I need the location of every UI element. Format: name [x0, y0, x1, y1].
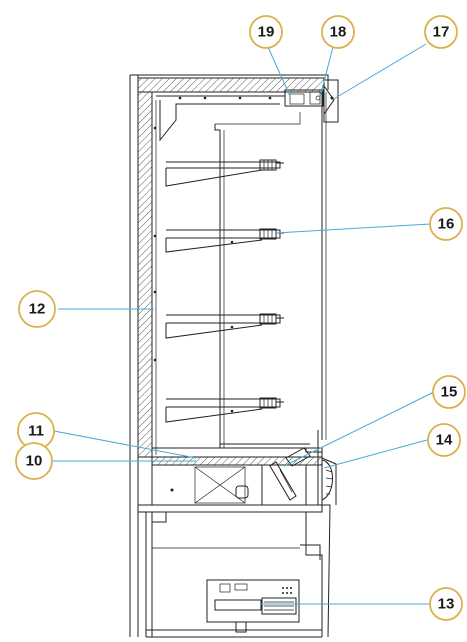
callout-19: 19 [249, 15, 283, 49]
leader-18 [319, 46, 334, 98]
callout-16: 16 [429, 207, 463, 241]
base-unit [138, 504, 331, 638]
callout-15: 15 [432, 375, 466, 409]
svg-text:10: 10 [26, 453, 43, 470]
leader-15 [283, 391, 435, 467]
shelf-3 [165, 313, 284, 339]
leader-11 [53, 430, 197, 459]
svg-text:13: 13 [438, 596, 455, 613]
wall-rivets [153, 126, 157, 362]
shelves [165, 159, 284, 423]
callout-10: 10 [15, 442, 53, 480]
callout-17: 17 [424, 15, 458, 49]
svg-text:19: 19 [258, 24, 275, 41]
evaporator-section [151, 430, 337, 506]
leader-lines [52, 43, 435, 605]
leader-17 [331, 43, 427, 101]
svg-text:17: 17 [433, 24, 450, 41]
callout-12: 12 [18, 290, 56, 328]
callout-13: 13 [429, 587, 463, 621]
cabinet-outline [129, 74, 329, 637]
svg-text:14: 14 [436, 432, 453, 449]
svg-text:11: 11 [28, 423, 44, 440]
electrical-control-box [206, 579, 300, 633]
svg-text:15: 15 [441, 384, 458, 401]
leader-14 [323, 439, 428, 469]
svg-text:18: 18 [330, 24, 347, 41]
leader-19 [267, 46, 291, 97]
shelf-2 [165, 228, 284, 253]
air-duct-top [156, 95, 301, 448]
svg-text:16: 16 [438, 216, 455, 233]
leader-16 [275, 223, 431, 234]
callout-14: 14 [427, 423, 461, 457]
top-light-assembly [284, 79, 339, 123]
svg-text:12: 12 [29, 301, 46, 318]
callout-18: 18 [321, 15, 355, 49]
shelf-1 [165, 159, 284, 187]
shelf-4 [165, 397, 284, 423]
